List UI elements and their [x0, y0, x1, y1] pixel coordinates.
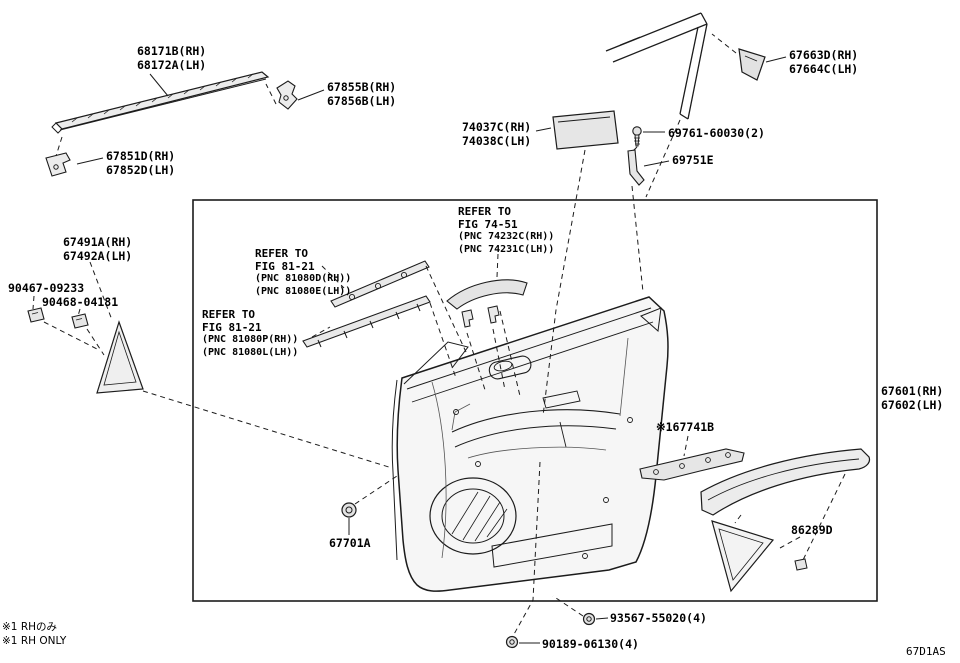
- part-label-69751E: 69751E: [672, 153, 714, 167]
- pad-74037: [552, 110, 619, 150]
- grommet-90189-icon: [505, 635, 519, 649]
- part-number: ※167741B: [656, 420, 715, 434]
- refer-text: (PNC 74232C(RH)): [458, 231, 555, 242]
- part-number: 67852D(LH): [106, 163, 176, 177]
- retainer-strip-upper: [330, 260, 430, 308]
- refer-text: (PNC 81080E(LH)): [255, 285, 352, 297]
- refer-text: FIG 74-51: [458, 217, 518, 231]
- refer-text: (PNC 81080D(RH)): [255, 273, 352, 284]
- clip-90467: [27, 307, 45, 323]
- refer-text: REFER TO: [458, 205, 511, 218]
- part-label-90468: 90468-04181: [42, 295, 118, 309]
- clip-86289: [794, 558, 808, 571]
- grommet-67701-icon: [341, 502, 357, 518]
- part-label-67741B: ※167741B: [656, 420, 714, 434]
- part-number: 90467-09233: [8, 281, 85, 295]
- part-label-68171B: 68171B(RH) 68172A(LH): [137, 44, 206, 72]
- refer-text: FIG 81-21: [202, 320, 262, 334]
- corner-trim-67663: [738, 48, 766, 81]
- dashed-lines: [32, 33, 846, 637]
- refer-text: (PNC 81080L(LH)): [202, 346, 299, 358]
- part-number: 90189-06130(4): [542, 637, 639, 651]
- part-number: 74037C(RH): [462, 120, 532, 134]
- part-number: 67701A: [329, 536, 371, 550]
- refer-text: REFER TO: [255, 247, 308, 260]
- part-label-86289D: 86289D: [791, 523, 833, 537]
- part-number: 67601(RH): [881, 384, 944, 398]
- part-label-69761: 69761-60030(2): [668, 126, 765, 140]
- part-number: 69751E: [672, 153, 714, 167]
- part-label-67701A: 67701A: [329, 536, 371, 550]
- sail-pad-86289: [711, 520, 775, 593]
- clip-90468: [71, 313, 89, 329]
- part-label-67855B: 67855B(RH) 67856B(LH): [327, 80, 396, 108]
- refer-text: REFER TO: [202, 308, 255, 321]
- part-label-67663D: 67663D(RH) 67664C(LH): [789, 48, 858, 76]
- bracket-69751: [627, 149, 645, 186]
- end-clip-67851: [45, 152, 71, 177]
- refer-block-fig81-21-lower: REFER TO FIG 81-21 (PNC 81080P(RH)) (PNC…: [202, 308, 299, 359]
- part-number: 67851D(RH): [106, 149, 176, 163]
- screw-93567-icon: [582, 612, 596, 626]
- part-number: 74038C(LH): [462, 134, 532, 148]
- part-number: 93567-55020(4): [610, 611, 707, 625]
- bracket-67741: [639, 448, 745, 481]
- refer-text: FIG 81-21: [255, 259, 315, 273]
- part-number: 90468-04181: [42, 295, 119, 309]
- part-number: 69761-60030(2): [668, 126, 765, 140]
- part-number: 68172A(LH): [137, 58, 207, 72]
- belt-molding-68171: [51, 71, 270, 134]
- refer-text: (PNC 81080P(RH)): [202, 334, 299, 345]
- part-label-90189: 90189-06130(4): [542, 637, 639, 651]
- corner-trim-67491: [96, 320, 144, 394]
- leader-lines: [76, 56, 787, 644]
- armrest-base-7451: [446, 279, 528, 328]
- footnote-en: ※1 RH ONLY: [2, 635, 67, 647]
- refer-block-fig81-21-upper: REFER TO FIG 81-21 (PNC 81080D(RH)) (PNC…: [255, 247, 352, 298]
- part-number: 86289D: [791, 523, 833, 537]
- part-number: 67492A(LH): [63, 249, 133, 263]
- footnote-jp: ※1 RHのみ: [2, 621, 58, 633]
- part-label-74037C: 74037C(RH) 74038C(LH): [462, 120, 531, 148]
- door-trim-panel: [391, 296, 669, 592]
- diagram-frame-box: [192, 199, 878, 602]
- part-number: 67491A(RH): [63, 235, 133, 249]
- part-label-67851D: 67851D(RH) 67852D(LH): [106, 149, 175, 177]
- diagram-code: 67D1AS: [906, 645, 946, 658]
- part-label-67601: 67601(RH) 67602(LH): [881, 384, 943, 412]
- screw-69761-icon: [632, 126, 642, 147]
- part-number: 68171B(RH): [137, 44, 207, 58]
- part-number: 67856B(LH): [327, 94, 397, 108]
- refer-block-fig74-51: REFER TO FIG 74-51 (PNC 74232C(RH)) (PNC…: [458, 205, 555, 256]
- refer-text: (PNC 74231C(LH)): [458, 243, 555, 255]
- part-number: 67664C(LH): [789, 62, 859, 76]
- retainer-strip-lower: [302, 295, 431, 348]
- part-label-90467: 90467-09233: [8, 281, 84, 295]
- door-frame-corner: [605, 12, 708, 120]
- part-label-93567: 93567-55020(4): [610, 611, 707, 625]
- part-number: 67602(LH): [881, 398, 944, 412]
- part-number: 67663D(RH): [789, 48, 859, 62]
- part-number: 67855B(RH): [327, 80, 397, 94]
- armrest-ornament-panel: [700, 448, 871, 516]
- part-label-67491A: 67491A(RH) 67492A(LH): [63, 235, 132, 263]
- clip-67855: [276, 80, 298, 110]
